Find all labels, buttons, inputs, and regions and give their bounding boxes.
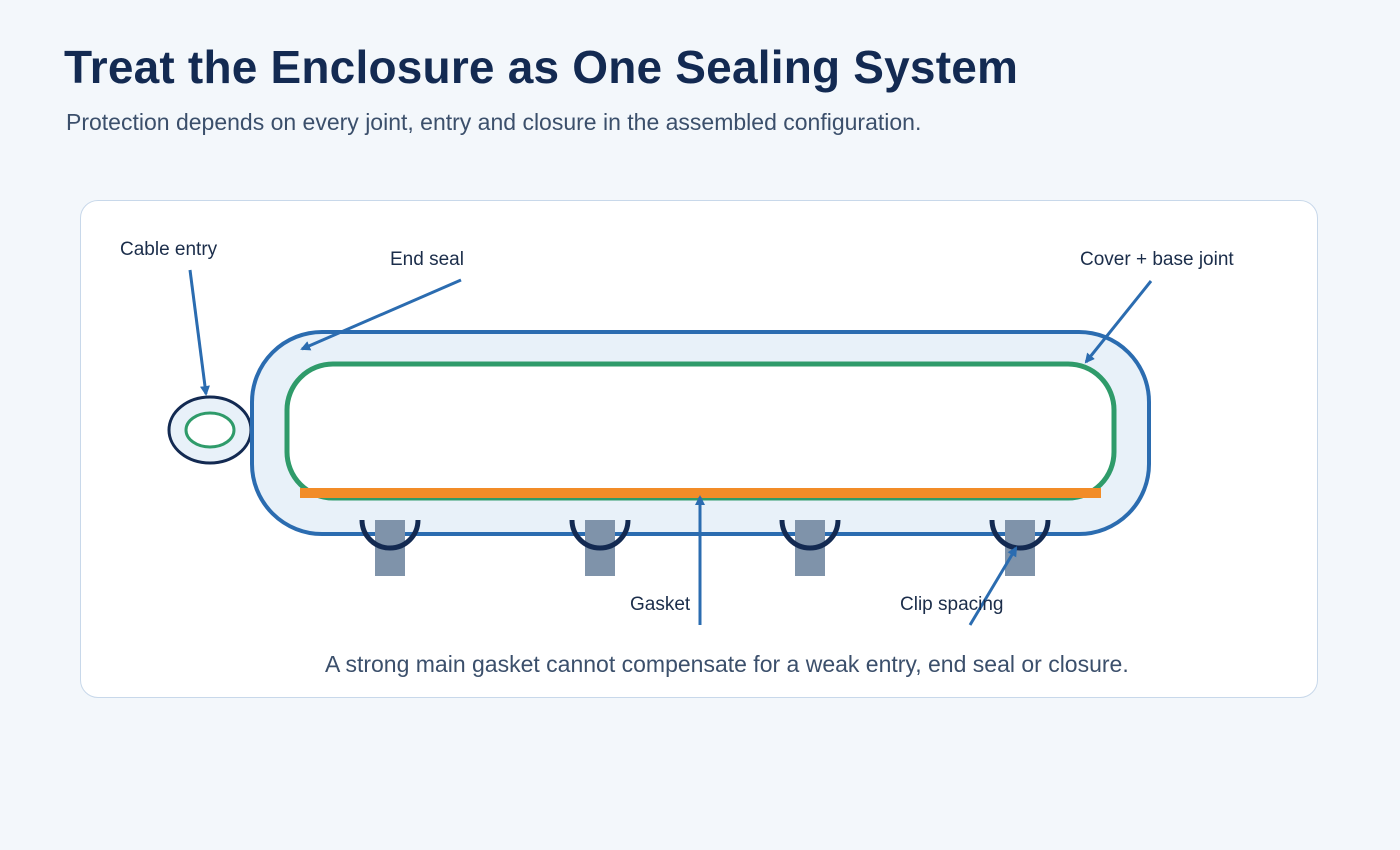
clip-spacing-label: Clip spacing [900,594,1004,615]
cover-base-joint-arrow [1084,280,1153,364]
cable-entry-arrow [188,269,210,396]
cable-entry-gland [167,395,253,465]
gasket-label: Gasket [630,594,691,615]
clip-spacing-arrow [968,546,1018,626]
end-seal-label: End seal [390,249,464,270]
inner-seal [284,361,1117,501]
clip [779,519,841,551]
cable-entry-label: Cable entry [120,239,218,260]
diagram-note: A strong main gasket cannot compensate f… [325,651,1129,677]
end-seal-arrow [300,278,462,351]
cover-base-joint-label: Cover + base joint [1080,249,1234,270]
clip [569,519,631,551]
page-title: Treat the Enclosure as One Sealing Syste… [64,41,1019,93]
page-subtitle: Protection depends on every joint, entry… [66,109,922,135]
clip [989,519,1051,551]
gasket-strip [300,488,1101,498]
cable-entry-inner-seal [184,411,236,449]
clip [359,519,421,551]
